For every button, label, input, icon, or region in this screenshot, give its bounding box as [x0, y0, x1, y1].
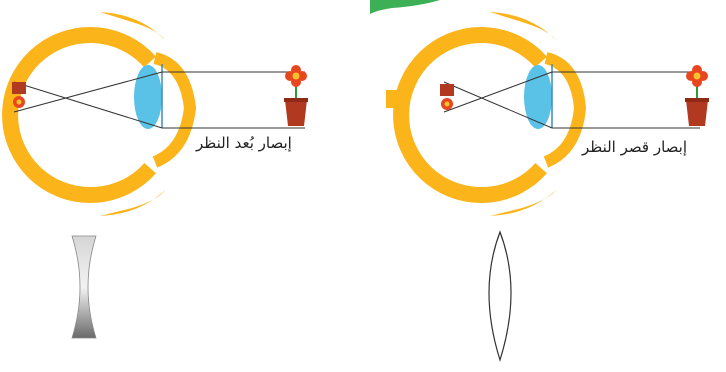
eye-lens [524, 65, 552, 129]
flower-pot-icon [685, 65, 709, 126]
inverted-image-icon [440, 84, 454, 110]
flower-pot-icon [284, 65, 308, 126]
eye-lens [134, 65, 162, 129]
eye-icon [10, 12, 190, 216]
myopia-label: إبصار قصر النظر [582, 138, 687, 156]
corner-decoration [370, 0, 440, 14]
convex-lens-icon [489, 232, 511, 360]
concave-lens-icon [72, 236, 96, 338]
hyperopia-label: إبصار بُعد النظر [196, 134, 292, 152]
eye-icon [386, 12, 580, 216]
